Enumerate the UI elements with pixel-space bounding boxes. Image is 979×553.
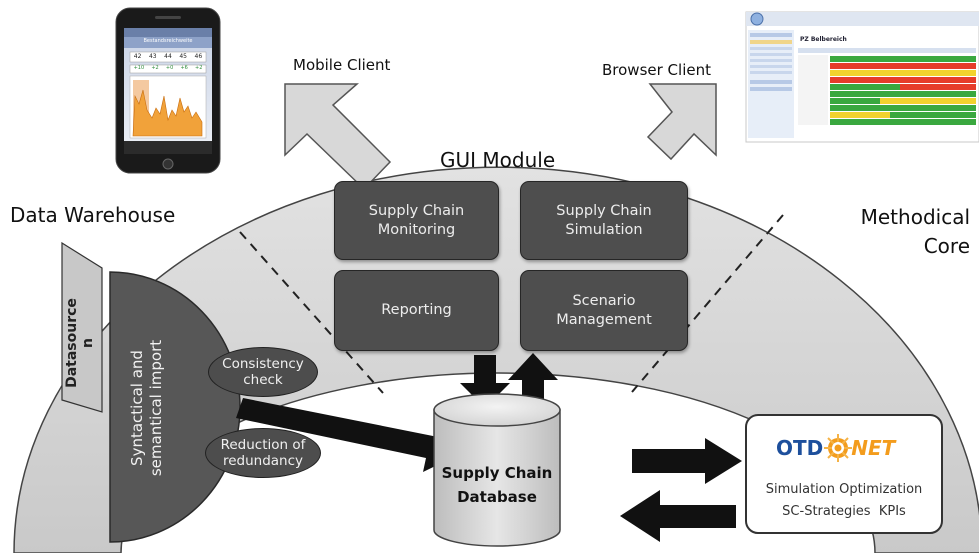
phone-delta: +2: [151, 65, 159, 71]
step-label: Reduction of redundancy: [220, 437, 306, 469]
database-cylinder: [433, 393, 561, 547]
database-label: Supply Chain Database: [436, 461, 558, 509]
phone-row2: +10 +2 +0 +6 +2: [130, 65, 206, 71]
db-to-gui-arrow: [508, 353, 558, 408]
otdnet-line2: SC-Strategies KPIs: [782, 504, 906, 519]
datasource-label: Datasource n: [64, 298, 96, 388]
mobile-client-arrow: [284, 83, 392, 191]
reduction-of-redundancy-step: Reduction of redundancy: [205, 428, 321, 478]
otd-text: OTD: [776, 436, 824, 460]
phone-title: Bestandsreichweite: [143, 38, 193, 44]
otdnet-line1: Simulation Optimization: [765, 482, 923, 497]
phone-delta: +2: [195, 65, 203, 71]
consistency-check-step: Consistency check: [208, 347, 318, 397]
otdnet-logo-text: OTD NET: [776, 436, 895, 460]
module-supply-chain-simulation: Supply Chain Simulation: [520, 181, 688, 260]
otdnet-desc: Simulation Optimization SC-Strategies KP…: [748, 479, 940, 523]
browser-client-label: Browser Client: [602, 61, 711, 79]
methodical-core-line2: Core: [923, 234, 970, 258]
methodical-core-label: Methodical Core: [861, 203, 970, 261]
phone-number: 46: [194, 53, 203, 60]
gui-module-title: GUI Module: [440, 148, 556, 172]
divider-right: [631, 214, 784, 393]
phone-number: 42: [133, 53, 142, 60]
module-label: Supply Chain Simulation: [556, 202, 652, 238]
phone-delta: +0: [165, 65, 174, 71]
otdnet-box: [745, 414, 943, 534]
divider-left: [239, 231, 384, 394]
data-flow-arrows: [236, 353, 742, 542]
methodical-core-line1: Methodical: [860, 205, 970, 229]
database-line1: Supply Chain: [441, 464, 553, 482]
browser-screen-title: PZ Belbereich: [800, 36, 847, 43]
module-label: Supply Chain Monitoring: [368, 202, 465, 238]
data-warehouse-label: Data Warehouse: [10, 203, 176, 227]
gui-ring: [13, 166, 979, 553]
module-label: Scenario Management: [556, 292, 652, 328]
phone-numbers: 42 43 44 45 46: [130, 53, 206, 60]
module-label: Reporting: [381, 302, 452, 318]
datasource-tab: [61, 241, 103, 413]
database-line2: Database: [457, 488, 537, 506]
phone-delta: +6: [180, 65, 188, 71]
phone-number: 43: [148, 53, 157, 60]
db-to-otd-arrow: [632, 438, 742, 484]
phone-screenshot: [115, 7, 221, 174]
module-scenario-management: Scenario Management: [520, 270, 688, 351]
phone-number: 44: [164, 53, 172, 60]
phone-delta: +10: [133, 65, 145, 71]
otdnet-logo-icon: [824, 434, 852, 462]
import-label: Syntactical and semantical import: [128, 339, 165, 477]
module-supply-chain-monitoring: Supply Chain Monitoring: [334, 181, 499, 260]
import-to-db-arrow: [236, 398, 456, 472]
net-text: NET: [851, 436, 896, 460]
browser-client-arrow: [646, 83, 717, 161]
otd-to-db-arrow: [620, 490, 736, 542]
module-reporting: Reporting: [334, 270, 499, 351]
phone-number: 45: [179, 53, 187, 60]
browser-screenshot: [745, 11, 979, 143]
mobile-client-label: Mobile Client: [293, 56, 391, 74]
step-label: Consistency check: [222, 356, 304, 388]
